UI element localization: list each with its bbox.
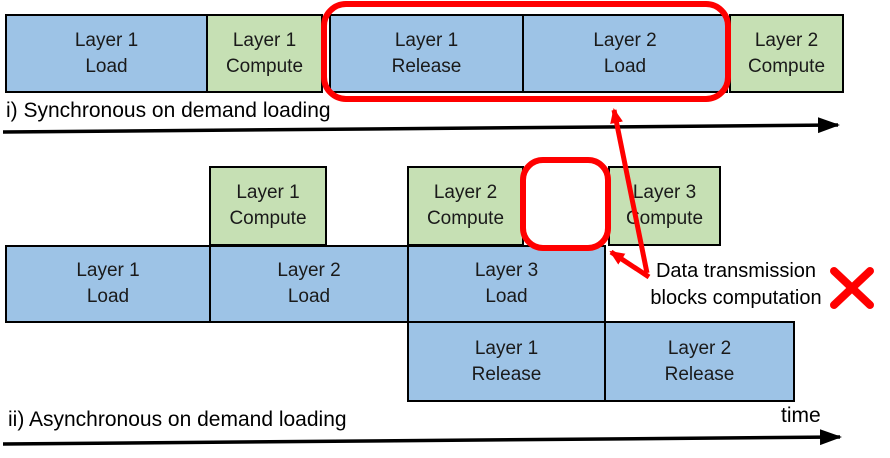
async-layer2-compute-box: Layer 2 Compute [407, 166, 524, 246]
async-layer1-compute-box: Layer 1 Compute [209, 166, 327, 246]
box-label-line2: Compute [625, 208, 704, 229]
async-timeline-arrow [2, 429, 842, 446]
box-label-line1: Layer 1 [394, 29, 459, 51]
sync-layer1-load-box: Layer 1 Load [5, 14, 208, 93]
sync-layer1-release-box: Layer 1 Release [329, 14, 524, 93]
sync-caption: i) Synchronous on demand loading [6, 99, 331, 122]
async-caption: ii) Asynchronous on demand loading [8, 408, 347, 431]
async-layer3-compute-box: Layer 3 Compute [608, 166, 721, 246]
async-layer1-load-box: Layer 1 Load [5, 245, 211, 323]
box-label-line2: Compute [426, 208, 505, 229]
sync-layer1-compute-box: Layer 1 Compute [206, 14, 323, 93]
annotation-line2: blocks computation [650, 287, 822, 309]
box-label-line2: Compute [229, 208, 307, 229]
box-label-line2: Load [603, 55, 647, 77]
box-label-line1: Layer 1 [236, 182, 300, 203]
box-label-line2: Compute [747, 55, 826, 77]
async-layer2-load-box: Layer 2 Load [209, 245, 409, 323]
sync-timeline-arrow [2, 117, 840, 134]
box-label-line1: Layer 1 [474, 337, 539, 359]
box-label-line1: Layer 1 [76, 260, 140, 281]
box-label-line1: Layer 2 [667, 337, 732, 359]
box-label-line2: Load [86, 286, 130, 307]
sync-layer2-compute-box: Layer 2 Compute [729, 14, 844, 93]
box-label-line2: Release [471, 363, 542, 385]
compute-gap-highlight-rect [520, 157, 611, 251]
box-label-line2: Load [287, 286, 331, 307]
box-label-line2: Load [85, 55, 128, 77]
annotation-line1: Data transmission [655, 260, 817, 282]
box-label-line1: Layer 2 [433, 182, 498, 203]
time-axis-label: time [781, 404, 821, 427]
async-layer1-release-box: Layer 1 Release [407, 321, 606, 402]
box-label-line1: Layer 2 [754, 29, 819, 51]
box-label-line2: Release [664, 363, 735, 385]
box-label-line1: Layer 3 [632, 182, 697, 203]
box-label-line1: Layer 1 [74, 29, 139, 51]
box-label-line2: Compute [225, 55, 304, 77]
sync-layer2-load-box: Layer 2 Load [522, 14, 728, 93]
annotation-text: Data transmission blocks computation [631, 258, 841, 312]
box-label-line2: Release [391, 55, 462, 77]
async-layer2-release-box: Layer 2 Release [604, 321, 795, 402]
box-label-line1: Layer 2 [277, 260, 341, 281]
box-label-line1: Layer 3 [474, 260, 539, 281]
box-label-line1: Layer 1 [232, 29, 297, 51]
box-label-line1: Layer 2 [593, 29, 657, 51]
async-layer3-load-box: Layer 3 Load [407, 245, 606, 323]
box-label-line2: Load [485, 286, 528, 307]
